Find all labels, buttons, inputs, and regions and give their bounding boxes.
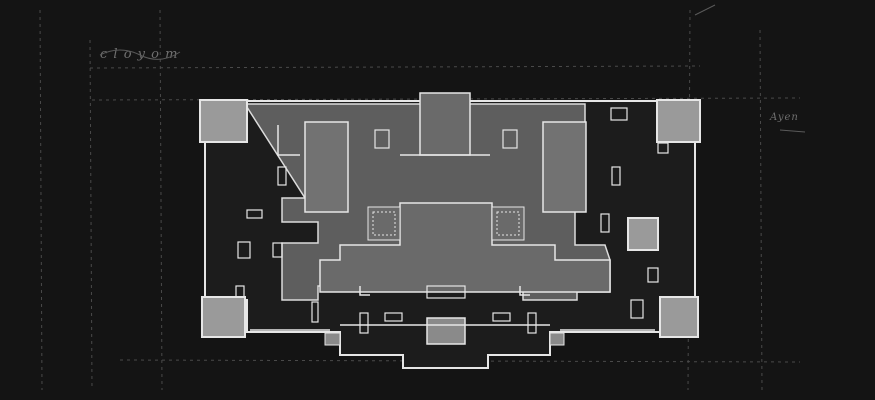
corner-tower-bottom-right: [659, 296, 699, 338]
corner-tower-top-right: [656, 99, 701, 143]
side-tower-right: [627, 217, 659, 251]
annotation-right-side: Ayen: [770, 112, 799, 123]
small-rooms: [235, 107, 669, 334]
sketch-marks: [99, 4, 806, 133]
bottom-entrance: [426, 317, 466, 345]
right-wing: [542, 121, 587, 213]
step-left: [324, 332, 341, 346]
left-wing: [304, 121, 349, 213]
central-block: [319, 202, 611, 293]
step-right: [549, 332, 565, 346]
corner-tower-bottom-left: [201, 296, 246, 338]
top-entrance: [419, 92, 471, 156]
pillar-left-inner: [372, 211, 396, 236]
corner-tower-top-left: [199, 99, 248, 143]
interior-walls: [250, 125, 655, 331]
pillar-right-inner: [496, 211, 520, 236]
